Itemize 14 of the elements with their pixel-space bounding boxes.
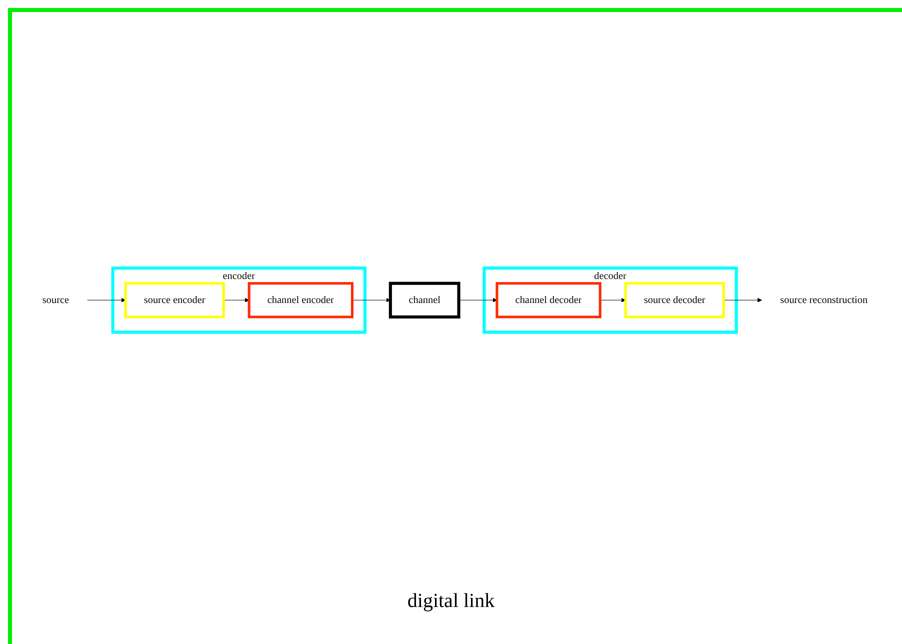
node-box: channel encoder — [248, 282, 354, 318]
arrow — [723, 298, 762, 302]
arrow — [87, 298, 126, 302]
node-text: source — [42, 294, 70, 306]
arrow — [600, 298, 626, 302]
node-box: source decoder — [624, 282, 725, 318]
arrow — [223, 298, 250, 302]
node-box: source encoder — [124, 282, 225, 318]
node-text: source reconstruction — [780, 294, 868, 306]
arrow — [352, 298, 391, 302]
arrow — [458, 298, 498, 302]
node-box: channel — [388, 282, 460, 318]
node-box: channel decoder — [496, 282, 602, 318]
note-text: digital link — [406, 590, 496, 613]
